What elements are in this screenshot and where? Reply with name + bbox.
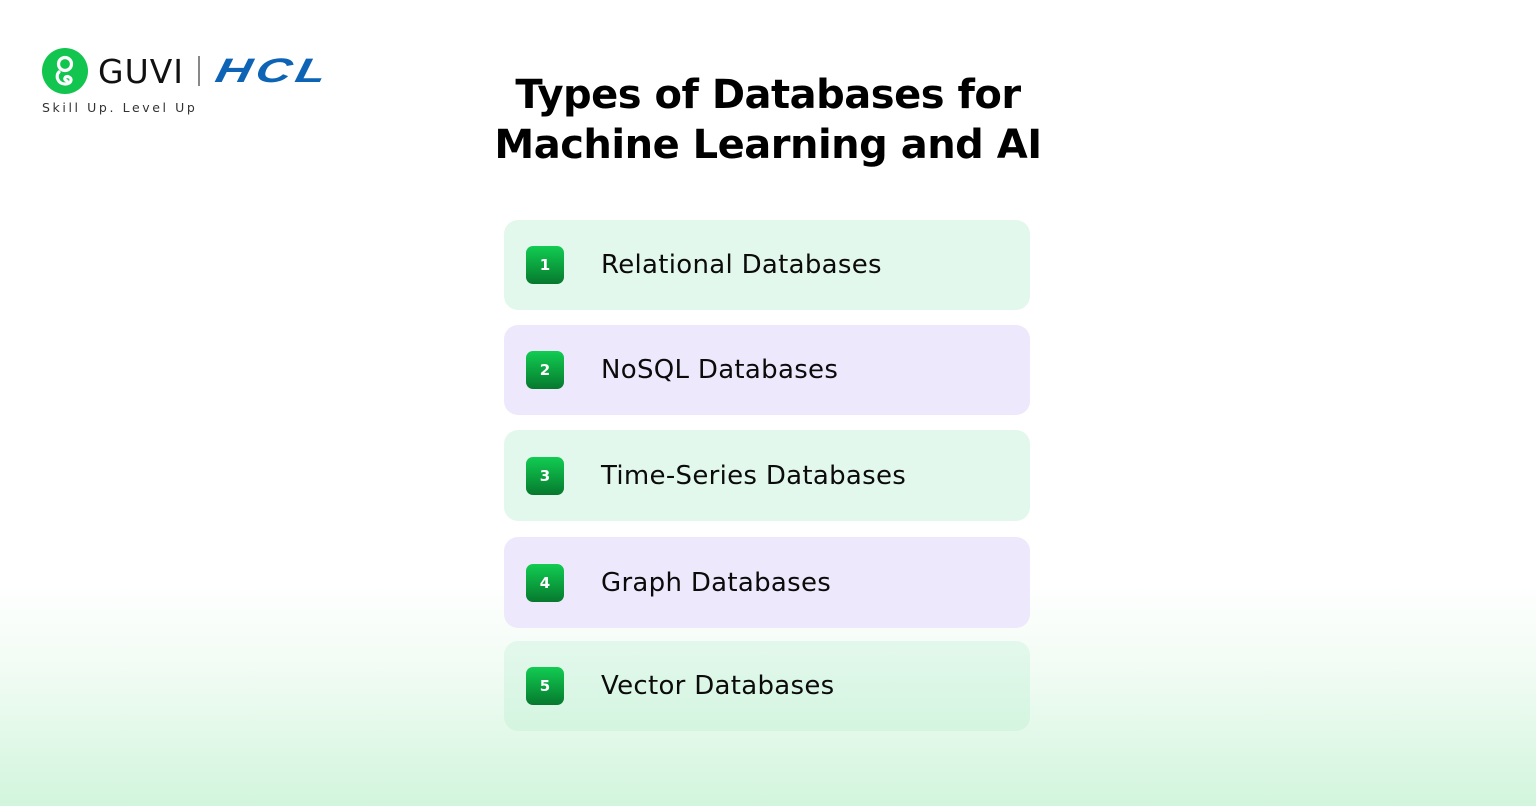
number-badge: 3 bbox=[526, 456, 564, 495]
number-badge: 2 bbox=[526, 351, 564, 389]
tagline: Skill Up. Level Up bbox=[42, 100, 198, 115]
logo-divider bbox=[198, 56, 200, 86]
number-badge: 1 bbox=[526, 246, 564, 284]
logo: GUVI HCL Skill Up. Level Up bbox=[42, 48, 334, 115]
list-item: 2 NoSQL Databases bbox=[504, 325, 1030, 415]
number-badge: 5 bbox=[526, 667, 564, 705]
guvi-g-icon bbox=[42, 48, 88, 94]
list-item: 3 Time-Series Databases bbox=[504, 430, 1030, 521]
guvi-g-glyph-icon bbox=[55, 55, 74, 86]
title-line-2: Machine Learning and AI bbox=[494, 122, 1042, 168]
list-item: 4 Graph Databases bbox=[504, 537, 1030, 628]
item-label: NoSQL Databases bbox=[601, 355, 839, 385]
logo-row: GUVI HCL bbox=[42, 48, 334, 94]
item-label: Relational Databases bbox=[601, 250, 882, 280]
page-title: Types of Databases for Machine Learning … bbox=[0, 70, 1536, 170]
number-badge: 4 bbox=[526, 563, 564, 602]
list-item: 5 Vector Databases bbox=[504, 641, 1030, 731]
item-label: Vector Databases bbox=[601, 671, 835, 701]
item-label: Time-Series Databases bbox=[601, 460, 907, 491]
list-item: 1 Relational Databases bbox=[504, 220, 1030, 310]
brand-name: GUVI bbox=[98, 51, 185, 91]
title-line-1: Types of Databases for bbox=[515, 72, 1021, 118]
item-label: Graph Databases bbox=[601, 567, 832, 598]
